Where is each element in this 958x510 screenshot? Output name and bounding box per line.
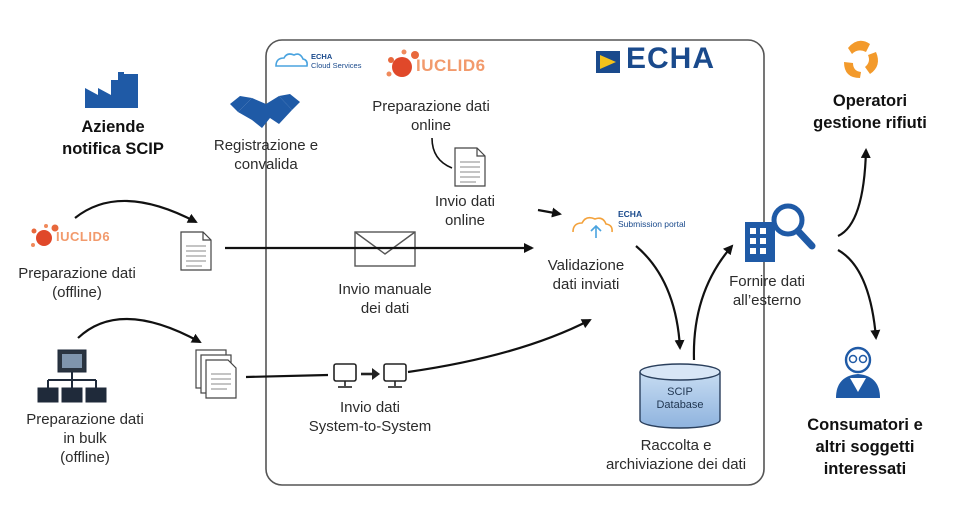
arrow-provide-to-consumers bbox=[837, 249, 881, 340]
person-icon bbox=[836, 346, 880, 398]
arrow-docs-to-s2s bbox=[245, 373, 329, 379]
system-to-system-icon bbox=[333, 363, 407, 388]
portal-label-1: ECHA bbox=[618, 209, 643, 219]
iuclid-offline-icon bbox=[31, 224, 59, 247]
cloud-services-icon bbox=[275, 53, 308, 67]
recycle-icon bbox=[844, 40, 878, 78]
arrow-online-doc-to-portal bbox=[537, 207, 562, 218]
document-offline-icon bbox=[180, 231, 212, 271]
arrow-iuclid-to-doc bbox=[74, 199, 198, 223]
arrow-portal-to-database bbox=[635, 245, 685, 350]
echa-cloud-label-1: ECHA bbox=[311, 52, 333, 61]
stacked-documents-icon bbox=[195, 349, 237, 399]
portal-label-2: Submission portal bbox=[618, 219, 686, 229]
handshake-icon bbox=[230, 94, 300, 128]
echa-cloud-label-2: Cloud Services bbox=[311, 61, 362, 70]
iuclid-offline-label: IUCLID6 bbox=[56, 229, 111, 244]
scip-database-icon bbox=[639, 363, 721, 429]
arrow-database-to-provide bbox=[692, 244, 734, 361]
document-online-icon bbox=[454, 147, 486, 187]
offline-prep-label: Preparazione dati(offline) bbox=[18, 265, 136, 301]
factory-icon bbox=[85, 72, 138, 108]
building-search-icon bbox=[745, 203, 816, 262]
submission-portal-icon bbox=[572, 216, 613, 238]
iuclid-online-label: IUCLID6 bbox=[416, 56, 486, 75]
echa-logo-text: ECHA bbox=[626, 42, 716, 75]
iuclid-online-icon bbox=[386, 49, 419, 77]
arrow-s2s-to-portal bbox=[407, 319, 592, 374]
echa-platform-box bbox=[265, 39, 765, 486]
arrow-online-prep-to-doc bbox=[431, 137, 453, 169]
arrow-bulk-to-docs bbox=[77, 317, 202, 343]
echa-logo-icon bbox=[596, 51, 620, 73]
arrow-provide-to-waste bbox=[837, 148, 871, 237]
network-computer-icon bbox=[37, 349, 107, 403]
